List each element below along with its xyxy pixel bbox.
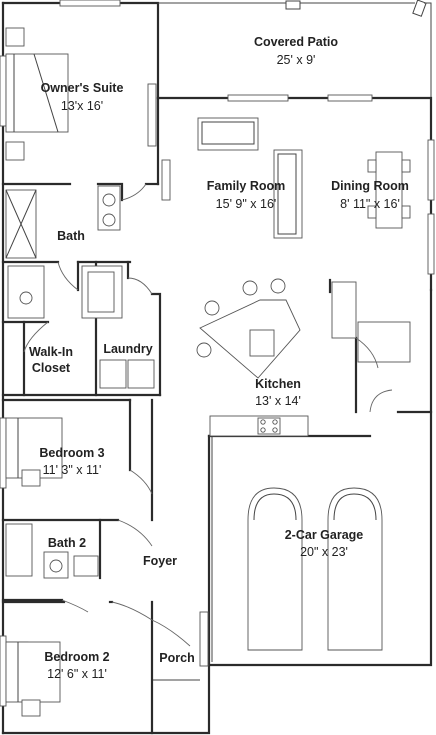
- garage-size: 20" x 23': [300, 545, 348, 559]
- bath-fixtures: [5, 185, 121, 319]
- bath-2-fixtures: [5, 523, 99, 579]
- dining-room-name: Dining Room: [331, 179, 409, 193]
- owners-suite-name: Owner's Suite: [41, 81, 124, 95]
- dining-room-size: 8' 11" x 16': [340, 197, 400, 211]
- owners-suite-furniture: [5, 27, 69, 161]
- covered-patio-name: Covered Patio: [254, 35, 338, 49]
- kitchen-size: 13' x 14': [255, 394, 301, 408]
- dining-table: [367, 151, 411, 229]
- family-room-size: 15' 9" x 16': [216, 197, 277, 211]
- garage-cars: [247, 487, 383, 651]
- walk-in-closet-line1: Walk-In: [29, 345, 73, 359]
- walk-in-closet-line2: Closet: [32, 361, 71, 375]
- foyer-name: Foyer: [143, 554, 177, 568]
- bedroom-2-furniture: [5, 641, 61, 717]
- bedroom-3-name: Bedroom 3: [39, 446, 104, 460]
- garage-name: 2-Car Garage: [285, 528, 364, 542]
- bedroom-2-name: Bedroom 2: [44, 650, 109, 664]
- bath-2-name: Bath 2: [48, 536, 86, 550]
- family-room-name: Family Room: [207, 179, 286, 193]
- family-room-furniture: [161, 117, 303, 239]
- kitchen-island: [196, 278, 411, 437]
- bedroom-3-furniture: [5, 417, 63, 487]
- doors: [23, 183, 393, 667]
- room-labels: Covered Patio 25' x 9' Owner's Suite 13'…: [29, 35, 409, 681]
- windows: [0, 0, 435, 707]
- laundry-name: Laundry: [103, 342, 152, 356]
- kitchen-name: Kitchen: [255, 377, 301, 391]
- bath-name: Bath: [57, 229, 85, 243]
- porch-name: Porch: [159, 651, 194, 665]
- laundry-fixtures: [81, 265, 155, 389]
- covered-patio-size: 25' x 9': [277, 53, 316, 67]
- bedroom-3-size: 11' 3" x 11': [43, 463, 102, 477]
- owners-suite-size: 13'x 16': [61, 99, 103, 113]
- bedroom-2-size: 12' 6" x 11': [47, 667, 107, 681]
